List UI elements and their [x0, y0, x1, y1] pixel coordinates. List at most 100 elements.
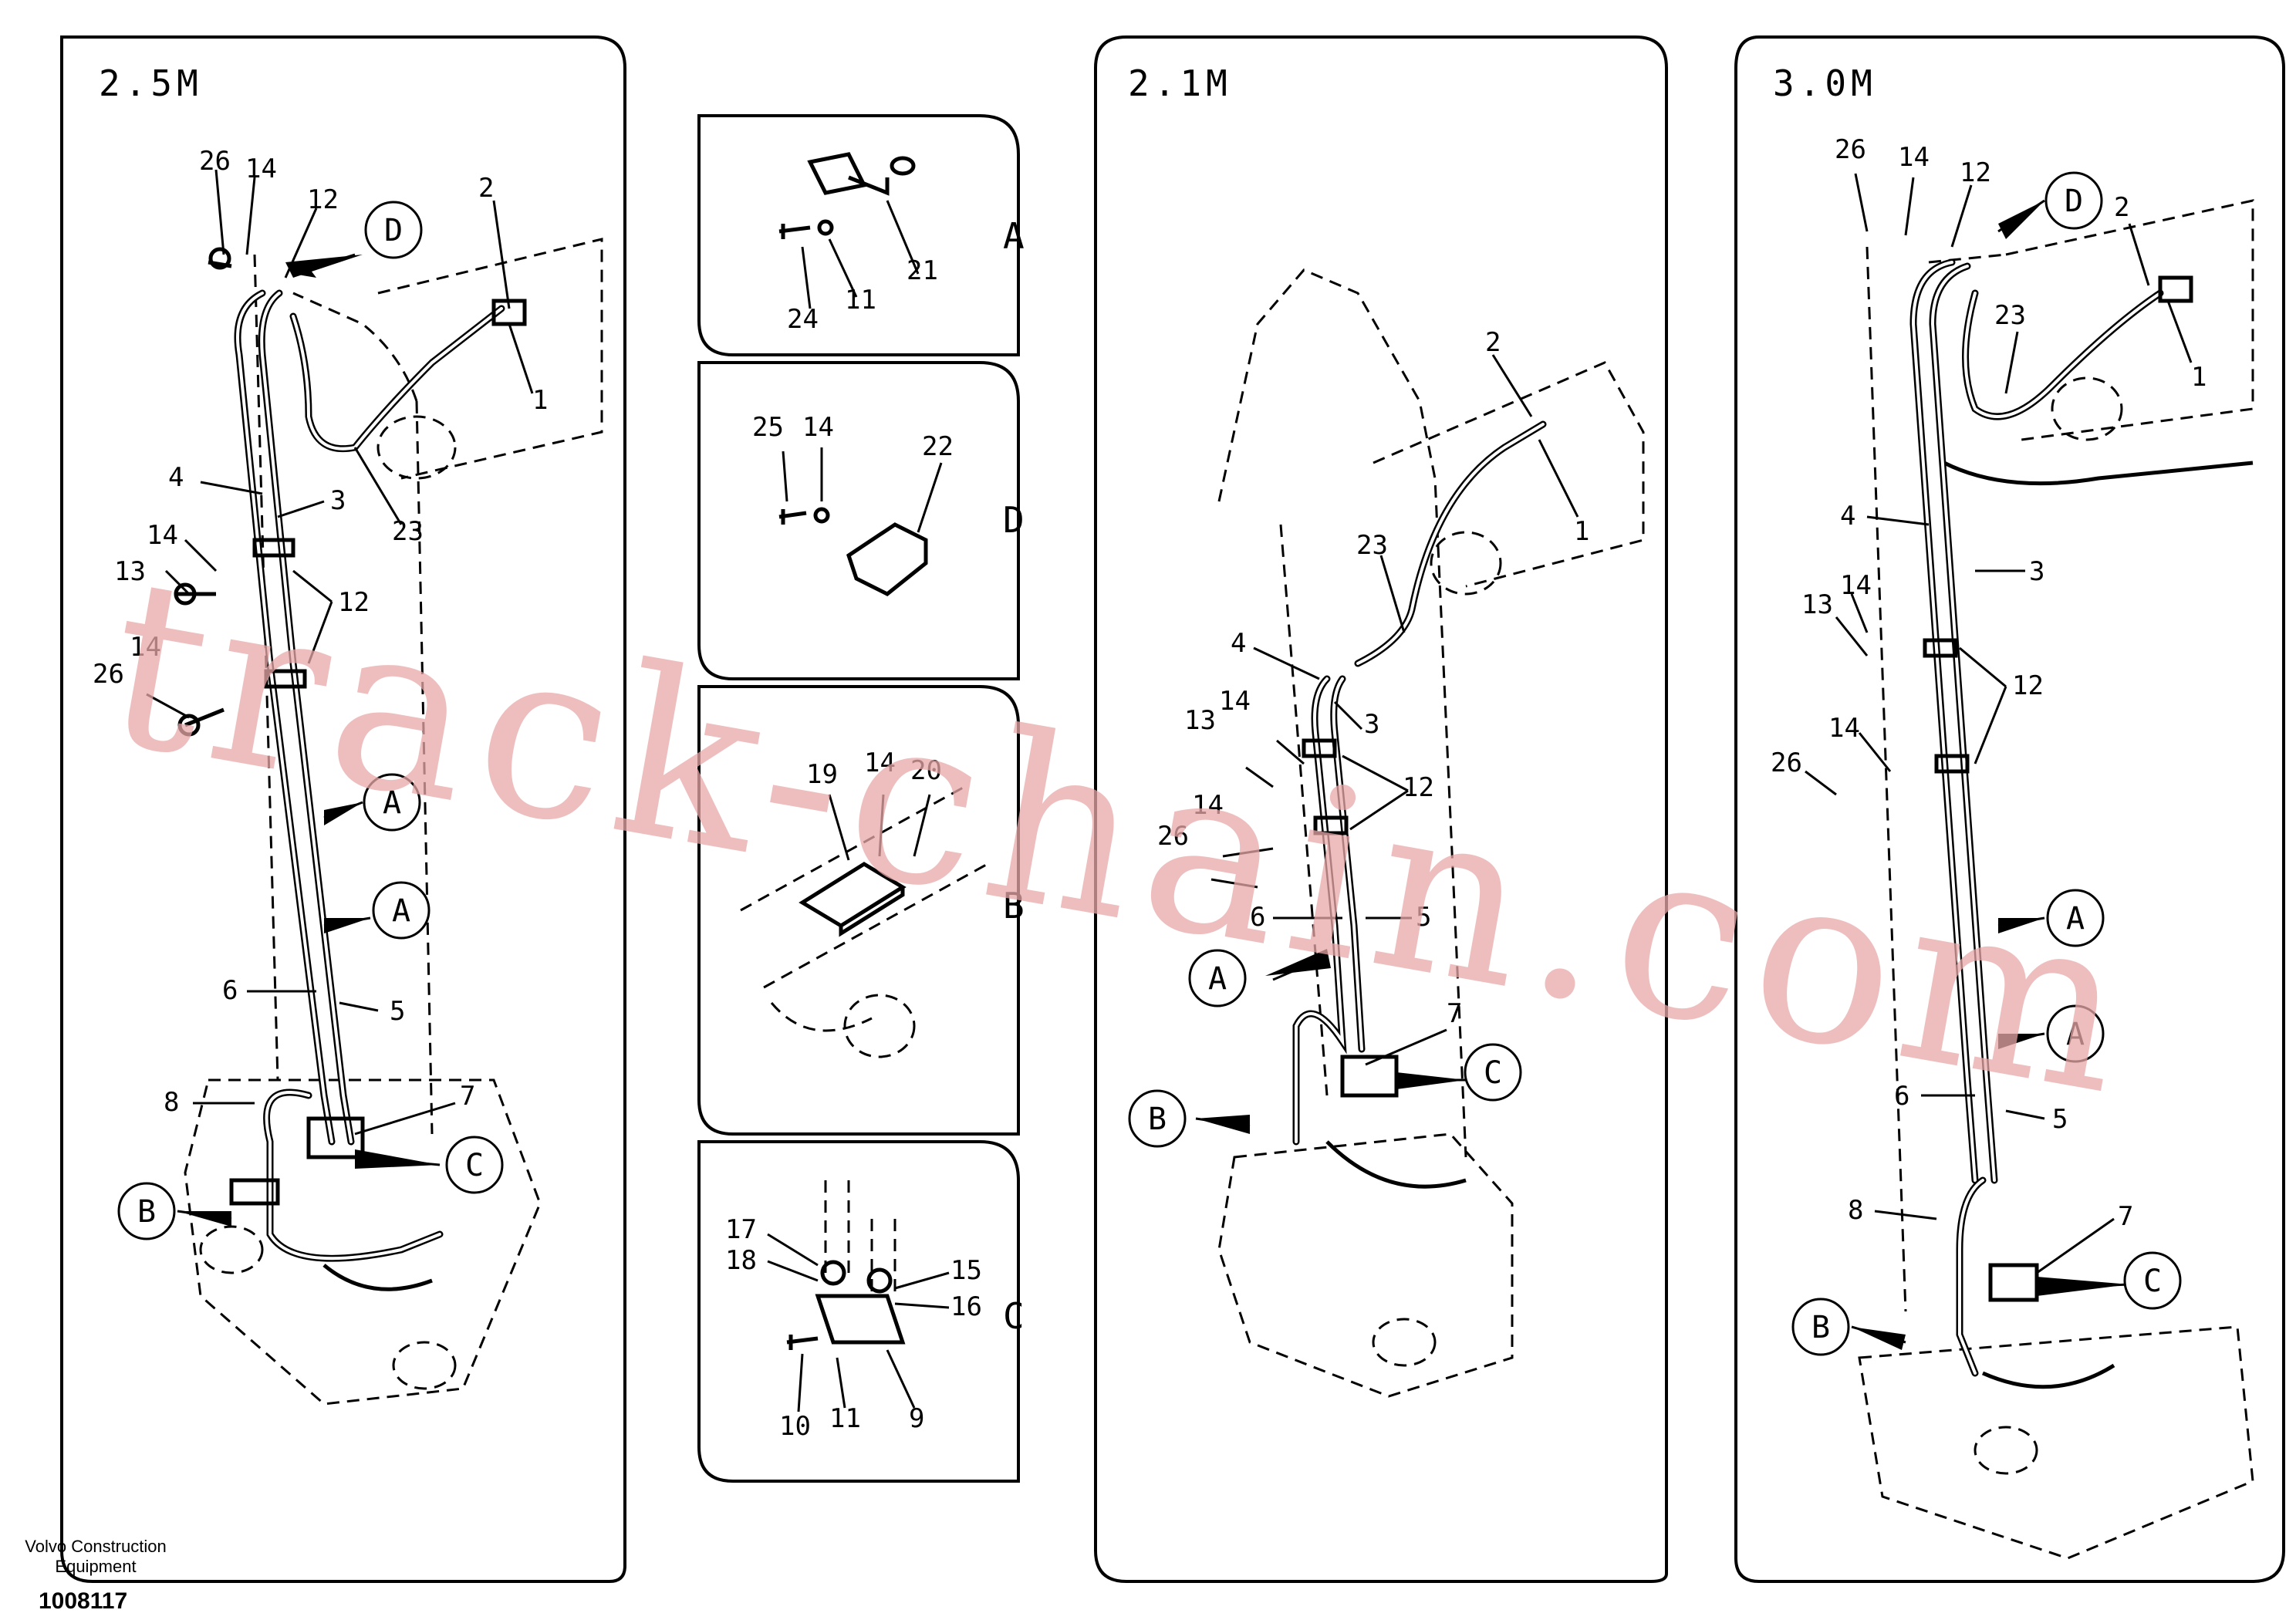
panel-title-2-5m: 2.5M [99, 62, 203, 104]
callout-14: 14 [1840, 570, 1872, 601]
panel-title-3-0m: 3.0M [1773, 62, 1877, 104]
detail-a-part-11: 11 [845, 285, 876, 316]
callout-12: 12 [2012, 670, 2044, 701]
section-marker-a [2046, 889, 2105, 947]
detail-a-part-24: 24 [787, 304, 819, 335]
drawing-number: 1008117 [39, 1588, 127, 1614]
callout-7: 7 [1447, 998, 1462, 1029]
callout-13: 13 [114, 556, 146, 587]
detail-d: 25 14 22 D [697, 361, 1025, 680]
callout-12: 12 [338, 587, 370, 618]
callout-14: 14 [1828, 713, 1860, 744]
detail-b-label: B [1003, 885, 1025, 926]
detail-a-part-21: 21 [907, 255, 938, 286]
detail-d-part-25: 25 [752, 412, 784, 443]
section-marker-b [1791, 1298, 1850, 1356]
callout-14: 14 [1898, 142, 1930, 173]
detail-b-part-19: 19 [806, 759, 838, 790]
callout-2: 2 [478, 173, 494, 204]
detail-d-label: D [1003, 499, 1025, 541]
callout-2: 2 [1485, 327, 1501, 358]
callout-23: 23 [1994, 300, 2026, 331]
callout-12: 12 [1960, 157, 1991, 188]
section-marker-a [1188, 949, 1247, 1007]
section-marker-a [363, 773, 421, 832]
callout-26: 26 [1157, 821, 1189, 852]
section-marker-d [2044, 171, 2103, 230]
callout-4: 4 [1840, 501, 1855, 532]
callout-a: A [1208, 961, 1227, 997]
callout-d: D [2065, 184, 2083, 219]
detail-b-part-20: 20 [910, 755, 942, 786]
callout-3: 3 [1364, 709, 1379, 740]
detail-strip: 24 11 21 A 25 14 22 D 19 14 20 [697, 114, 1025, 1483]
callout-23: 23 [1356, 530, 1388, 561]
callout-8: 8 [1848, 1195, 1863, 1226]
callout-26: 26 [1771, 748, 1802, 778]
callout-5: 5 [390, 996, 405, 1027]
panel-3-0m: 3.0M 26 14 12 D 2 23 1 4 3 13 [1734, 35, 2285, 1583]
callout-3: 3 [330, 485, 346, 516]
detail-a: 24 11 21 A [697, 114, 1025, 356]
callout-26: 26 [199, 146, 231, 177]
section-marker-c [2123, 1251, 2182, 1310]
company-name-line1: Volvo Construction [25, 1537, 166, 1556]
detail-c-part-17: 17 [725, 1214, 757, 1245]
detail-c-part-9: 9 [909, 1403, 924, 1434]
callout-26: 26 [1835, 134, 1866, 165]
section-marker-a [372, 881, 430, 940]
panel-2-5m: 2.5M 26 [60, 35, 626, 1583]
panel-title-2-1m: 2.1M [1128, 62, 1232, 104]
callout-1: 1 [1574, 516, 1589, 547]
callout-23: 23 [392, 516, 424, 547]
section-marker-c [1464, 1043, 1522, 1102]
company-name-line2: Equipment [55, 1557, 136, 1576]
callout-4: 4 [1231, 628, 1246, 659]
callout-14: 14 [1192, 790, 1224, 821]
callout-d: D [384, 213, 403, 248]
callout-a: A [2066, 1017, 2085, 1052]
detail-c-label: C [1003, 1295, 1025, 1337]
callout-6: 6 [1250, 902, 1265, 933]
callout-12: 12 [307, 184, 339, 215]
callout-c: C [465, 1148, 484, 1183]
callout-1: 1 [532, 385, 548, 416]
callout-14: 14 [130, 632, 161, 663]
callout-14: 14 [245, 154, 277, 184]
section-marker-c [445, 1136, 504, 1194]
callout-3: 3 [2029, 556, 2044, 587]
callout-5: 5 [1416, 902, 1431, 933]
callout-5: 5 [2052, 1104, 2068, 1135]
section-marker-a [2046, 1004, 2105, 1063]
detail-d-part-22: 22 [922, 431, 954, 462]
callout-b: B [1811, 1310, 1830, 1345]
detail-c-part-15: 15 [950, 1255, 982, 1286]
callout-1: 1 [2191, 362, 2207, 393]
section-marker-b [1128, 1089, 1187, 1148]
callout-2: 2 [2114, 192, 2129, 223]
section-marker-b [117, 1182, 176, 1240]
detail-b-part-14: 14 [864, 748, 896, 778]
detail-c-part-11: 11 [829, 1403, 861, 1434]
callout-26: 26 [93, 659, 124, 690]
callout-7: 7 [2118, 1201, 2133, 1232]
callout-c: C [2143, 1264, 2162, 1299]
detail-c-part-10: 10 [779, 1411, 811, 1442]
callout-b: B [1148, 1102, 1167, 1137]
callout-14: 14 [147, 520, 178, 551]
callout-13: 13 [1801, 589, 1833, 620]
callout-a: A [383, 785, 401, 821]
callout-a: A [2066, 901, 2085, 937]
callout-b: B [137, 1194, 156, 1230]
panel-2-1m: 2.1M 2 1 23 4 3 14 13 12 14 26 6 5 A 7 [1094, 35, 1668, 1583]
detail-c-part-16: 16 [950, 1291, 982, 1322]
callout-6: 6 [1894, 1081, 1909, 1112]
detail-a-label: A [1003, 215, 1025, 257]
detail-b: 19 14 20 B [697, 685, 1025, 1136]
callout-8: 8 [164, 1087, 179, 1118]
callout-6: 6 [222, 975, 238, 1006]
detail-d-part-14: 14 [802, 412, 834, 443]
callout-c: C [1484, 1055, 1502, 1091]
detail-c-part-18: 18 [725, 1245, 757, 1276]
